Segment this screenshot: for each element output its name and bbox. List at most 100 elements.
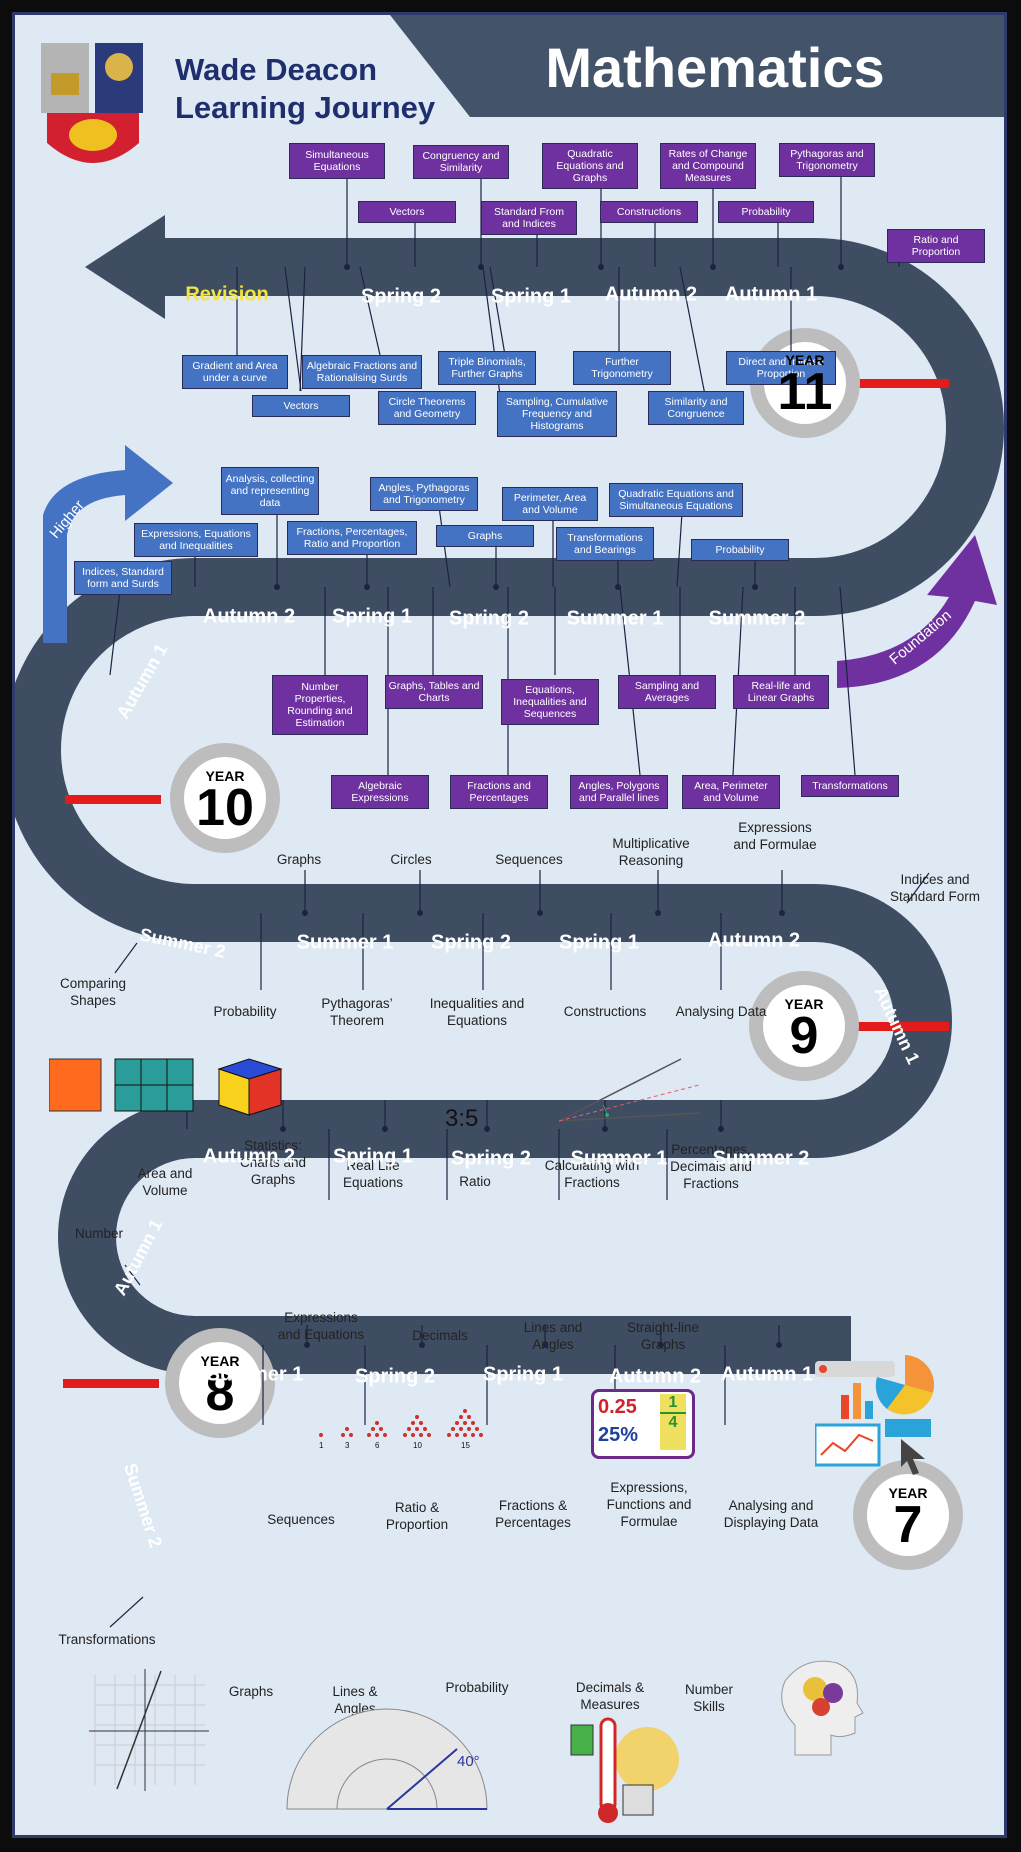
y11-term-spring1: Spring 1 xyxy=(490,285,572,308)
y10-topic-number-properties: Number Properties, Rounding and Estimati… xyxy=(272,675,368,735)
y10-topic-quadratic-simultaneous: Quadratic Equations and Simultaneous Equ… xyxy=(609,483,743,517)
y11-topic-standard-form: Standard From and Indices xyxy=(481,201,577,235)
y11-topic-algebraic-fractions: Algebraic Fractions and Rationalising Su… xyxy=(302,355,422,389)
y9-topic-comparing-shapes: Comparing Shapes xyxy=(59,976,127,1008)
y8-topic-percentages-decimals: Percentages, Decimals and Fractions xyxy=(670,1142,752,1191)
y11-term-spring2: Spring 2 xyxy=(360,285,442,308)
y11-topic-rates-of-change: Rates of Change and Compound Measures xyxy=(660,143,756,189)
y11-topic-simultaneous-equations: Simultaneous Equations xyxy=(289,143,385,179)
ratio-text: 3:5 xyxy=(445,1105,479,1132)
road-graphic xyxy=(15,15,1004,1628)
y10-topic-transformations-bearings: Transformations and Bearings xyxy=(556,527,654,561)
y11-topic-gradient-area: Gradient and Area under a curve xyxy=(182,355,288,389)
y11-topic-similarity-congruence: Similarity and Congruence xyxy=(648,391,744,425)
y11-topic-probability: Probability xyxy=(718,201,814,223)
construction-icon xyxy=(558,1058,702,1122)
y10-term-spring2: Spring 2 xyxy=(448,607,530,630)
school-name: Wade Deacon Learning Journey xyxy=(175,52,436,125)
y9-topic-multiplicative: Multiplicative Reasoning xyxy=(612,836,690,868)
year8-marker xyxy=(63,1379,159,1388)
y7-term-summer1: Summer 1 xyxy=(206,1363,304,1386)
y7-topic-ratio-proportion: Ratio & Proportion xyxy=(385,1500,449,1532)
y8-topic-real-life-equations: Real Life Equations xyxy=(342,1158,404,1190)
year10-marker xyxy=(65,795,161,804)
y9-topic-circles: Circles xyxy=(390,852,432,867)
y11-topic-vectors-f: Vectors xyxy=(252,395,350,417)
y11-topic-sampling-cumulative: Sampling, Cumulative Frequency and Histo… xyxy=(497,391,617,437)
term-revision: Revision xyxy=(185,283,269,306)
y7-topic-transformations: Transformations xyxy=(58,1632,156,1647)
year9-badge: YEAR 9 xyxy=(784,996,824,1065)
subject-title: Mathematics xyxy=(545,36,885,99)
y8-topic-number: Number xyxy=(74,1226,124,1241)
y8-topic-ratio: Ratio xyxy=(459,1174,491,1189)
y8-topic-lines-angles: Lines and Angles xyxy=(523,1320,583,1352)
y11-topic-further-trig: Further Trigonometry xyxy=(573,351,671,385)
y9-topic-indices-standard-form: Indices and Standard Form xyxy=(889,872,981,904)
y7-topic-fractions-percentages: Fractions & Percentages xyxy=(495,1498,571,1530)
y7-topic-probability: Probability xyxy=(445,1680,509,1695)
y7-topic-decimals-measures: Decimals & Measures xyxy=(575,1680,645,1712)
y11-term-autumn2: Autumn 2 xyxy=(604,283,698,306)
y9-topic-graphs: Graphs xyxy=(276,852,322,867)
y8-term-summer2: Summer 2 xyxy=(712,1147,810,1170)
y10-topic-algebraic-expressions: Algebraic Expressions xyxy=(331,775,429,809)
protractor-icon xyxy=(286,1708,488,1810)
y10-topic-real-life-graphs: Real-life and Linear Graphs xyxy=(733,675,829,709)
year10-badge: YEAR 10 xyxy=(196,768,254,837)
y7-term-autumn2: Autumn 2 xyxy=(608,1365,702,1388)
y11-topic-pythagoras: Pythagoras and Trigonometry xyxy=(779,143,875,177)
year11-marker xyxy=(853,379,949,388)
graph-grid-icon xyxy=(89,1669,209,1791)
y9-topic-probability: Probability xyxy=(213,1004,277,1019)
y8-topic-calculating-fractions: Calculating with Fractions xyxy=(544,1158,640,1190)
y9-topic-inequalities: Inequalities and Equations xyxy=(429,996,525,1028)
y10-topic-angles-pythagoras: Angles, Pythagoras and Trigonometry xyxy=(370,477,478,511)
school-crest-logo xyxy=(41,43,143,163)
fraction-decimal-panel: 0.25 1 4 25% xyxy=(591,1389,695,1459)
measuring-tools-icon xyxy=(570,1717,679,1823)
y10-topic-sampling-averages: Sampling and Averages xyxy=(618,675,716,709)
y8-term-summer1: Summer 1 xyxy=(570,1147,668,1170)
y10-topic-fractions-ratio: Fractions, Percentages, Ratio and Propor… xyxy=(287,521,417,555)
y9-term-spring1: Spring 1 xyxy=(558,931,640,954)
y10-topic-fractions-percentages: Fractions and Percentages xyxy=(450,775,548,809)
higher-arrow xyxy=(43,445,173,643)
y11-topic-ratio-proportion: Ratio and Proportion xyxy=(887,229,985,263)
y10-topic-expressions: Expressions, Equations and Inequalities xyxy=(134,523,258,557)
y10-term-spring1: Spring 1 xyxy=(331,605,413,628)
y10-term-summer1: Summer 1 xyxy=(566,607,664,630)
y8-topic-expressions-equations: Expressions and Equations xyxy=(277,1310,365,1342)
y10-topic-transformations: Transformations xyxy=(801,775,899,797)
y11-topic-triple-binomials: Triple Binomials, Further Graphs xyxy=(438,351,536,385)
y9-topic-pythagoras: Pythagoras’ Theorem xyxy=(321,996,393,1028)
y9-topic-constructions: Constructions xyxy=(563,1004,647,1019)
angle-label: 40° xyxy=(457,1753,480,1770)
y10-topic-indices: Indices, Standard form and Surds xyxy=(74,561,172,595)
y8-term-spring1: Spring 1 xyxy=(332,1145,414,1168)
y10-topic-perimeter: Perimeter, Area and Volume xyxy=(502,487,598,521)
header-panel xyxy=(390,15,1004,117)
y9-topic-expressions-formulae: Expressions and Formulae xyxy=(733,820,817,852)
y10-term-autumn2: Autumn 2 xyxy=(202,605,296,628)
y11-topic-vectors-h: Vectors xyxy=(358,201,456,223)
y10-topic-angles-polygons: Angles, Polygons and Parallel lines xyxy=(570,775,668,809)
y8-topic-straight-line-graphs: Straight-line Graphs xyxy=(626,1320,700,1352)
road-path xyxy=(15,238,1004,1374)
y10-topic-probability: Probability xyxy=(691,539,789,561)
triangular-numbers-icon xyxy=(319,1409,483,1437)
y10-topic-analysis-data: Analysis, collecting and representing da… xyxy=(221,467,319,515)
learning-journey-poster: Wade Deacon Learning Journey Mathematics… xyxy=(12,12,1007,1838)
y9-topic-sequences: Sequences xyxy=(495,852,563,867)
shapes-icon xyxy=(49,1058,283,1116)
y7-topic-sequences: Sequences xyxy=(267,1512,335,1527)
head-numbers-icon xyxy=(781,1660,864,1756)
y11-topic-quadratic: Quadratic Equations and Graphs xyxy=(542,143,638,189)
year7-badge: YEAR 7 xyxy=(888,1485,928,1554)
y11-topic-circle-theorems: Circle Theorems and Geometry xyxy=(378,391,476,425)
y7-topic-analysing-displaying: Analysing and Displaying Data xyxy=(723,1498,819,1530)
y11-topic-constructions: Constructions xyxy=(600,201,698,223)
y11-topic-congruency: Congruency and Similarity xyxy=(413,145,509,179)
y8-topic-statistics: Statistics: Charts and Graphs xyxy=(239,1138,307,1187)
